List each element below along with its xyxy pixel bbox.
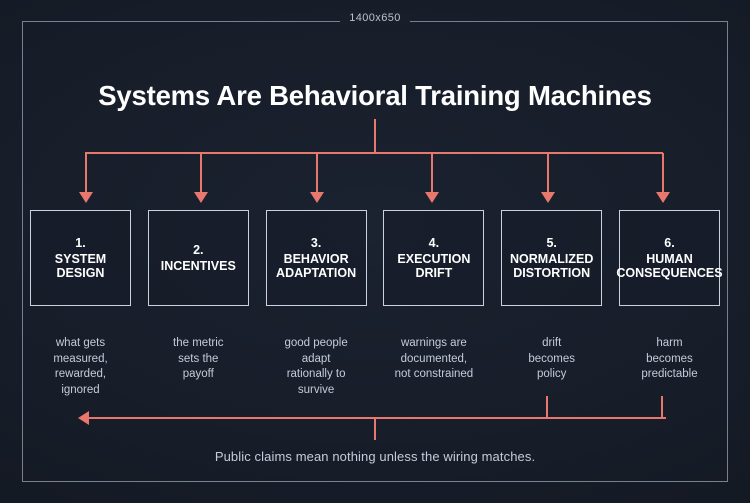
arrow-down-icon-5	[541, 192, 555, 203]
stage-number-3: 3.	[310, 235, 322, 250]
footer-statement: Public claims mean nothing unless the wi…	[214, 449, 536, 464]
connector-drop-2	[200, 153, 202, 193]
arrow-down-icon-3	[310, 192, 324, 203]
stage-number-2: 2.	[193, 242, 204, 257]
connector-drop-3	[316, 153, 318, 193]
arrow-down-icon-4	[425, 192, 439, 203]
arrow-down-icon-1	[79, 192, 93, 203]
canvas-dimension-label: 1400x650	[0, 12, 750, 24]
connector-drop-6	[662, 153, 664, 193]
arrow-down-icon-6	[656, 192, 670, 203]
stage-number-6: 6.	[664, 235, 675, 250]
feedback-riser-6	[661, 396, 663, 418]
feedback-loop-line	[88, 417, 666, 419]
connector-stem	[374, 119, 376, 154]
feedback-drop-footer	[374, 418, 376, 440]
connector-drop-4	[431, 153, 433, 193]
connector-drop-1	[85, 153, 87, 193]
stage-number-1: 1.	[75, 235, 86, 250]
feedback-riser-5	[546, 396, 548, 418]
canvas-dimension-text: 1400x650	[340, 12, 410, 24]
connector-drop-5	[547, 153, 549, 193]
connector-bus	[85, 152, 663, 154]
page-title: Systems Are Behavioral Training Machines	[98, 80, 652, 111]
stage-box-2[interactable]: 2. INCENTIVES	[147, 210, 249, 306]
stage-number-5: 5.	[546, 235, 557, 250]
arrow-down-icon-2	[194, 192, 208, 203]
stage-label-2: INCENTIVES	[160, 258, 236, 273]
arrow-left-icon	[78, 411, 89, 425]
stage-number-4: 4.	[428, 235, 440, 250]
